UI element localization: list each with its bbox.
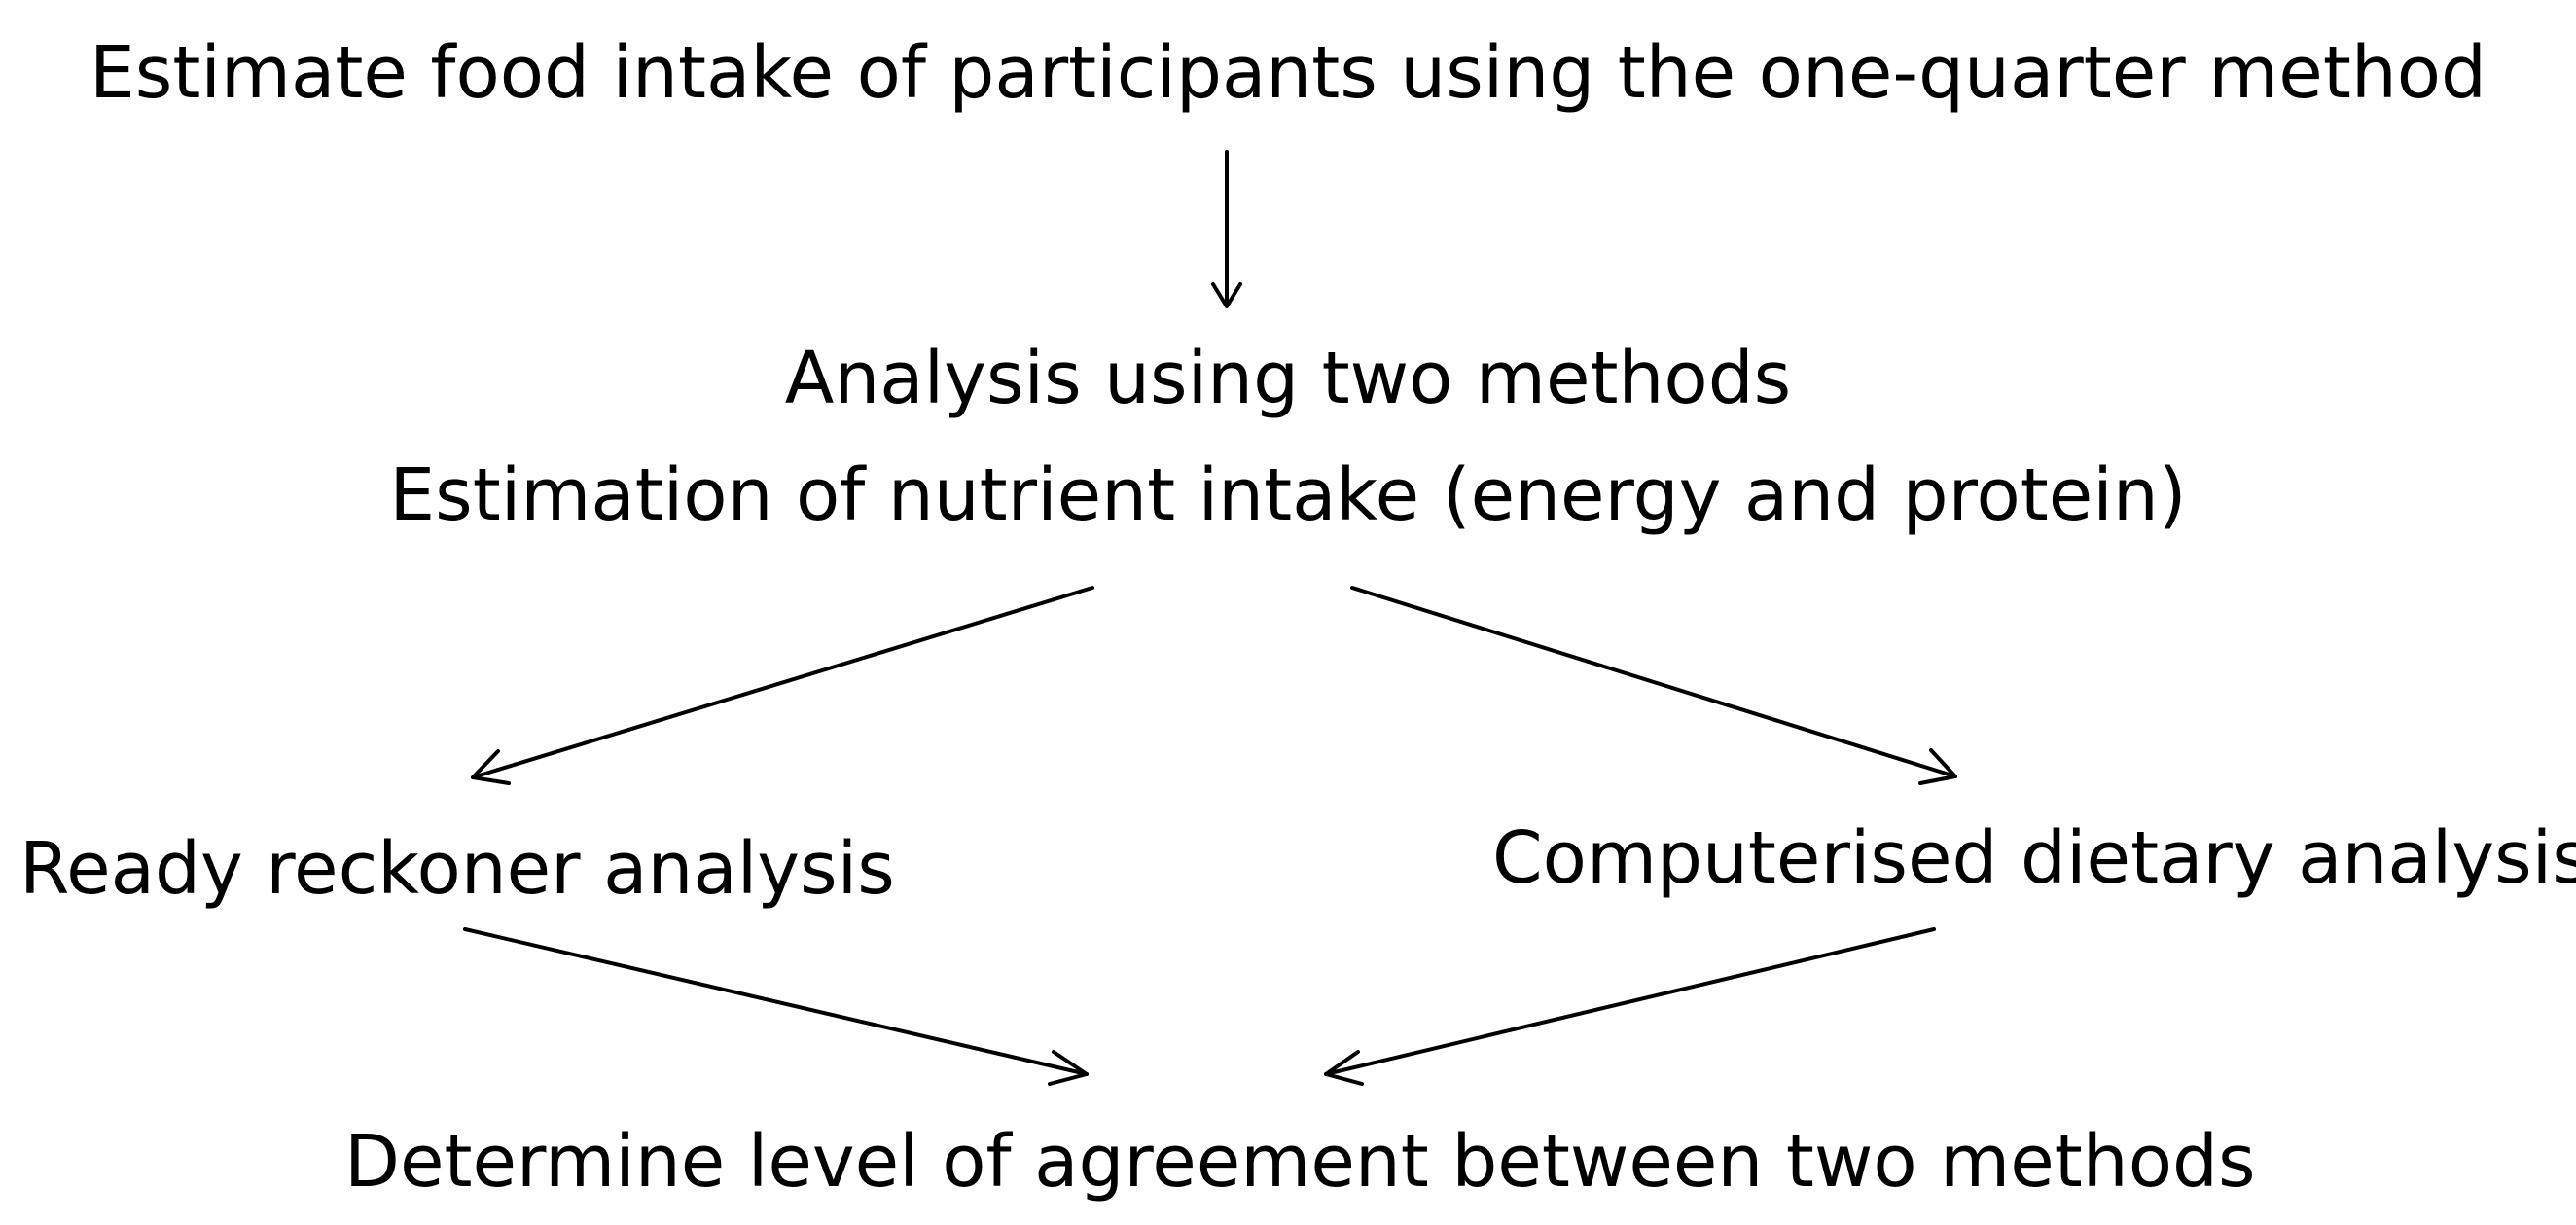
arrow-ready-reckoner-to-agreement <box>463 927 1089 1086</box>
node-determine-agreement: Determine level of agreement between two… <box>344 1120 2256 1204</box>
arrow-analysis-to-computerised <box>1350 586 1957 785</box>
node-computerised-dietary-analysis: Computerised dietary analysis <box>1492 816 2576 900</box>
node-estimate-food-intake: Estimate food intake of participants usi… <box>89 31 2487 115</box>
arrow-start-to-analysis <box>1211 150 1242 308</box>
arrow-analysis-to-ready-reckoner <box>471 586 1094 785</box>
node-analysis-two-methods: Analysis using two methods <box>784 337 1792 420</box>
arrow-computerised-to-agreement <box>1324 927 1936 1086</box>
node-estimation-nutrient-intake: Estimation of nutrient intake (energy an… <box>389 453 2187 537</box>
node-ready-reckoner-analysis: Ready reckoner analysis <box>19 827 895 911</box>
